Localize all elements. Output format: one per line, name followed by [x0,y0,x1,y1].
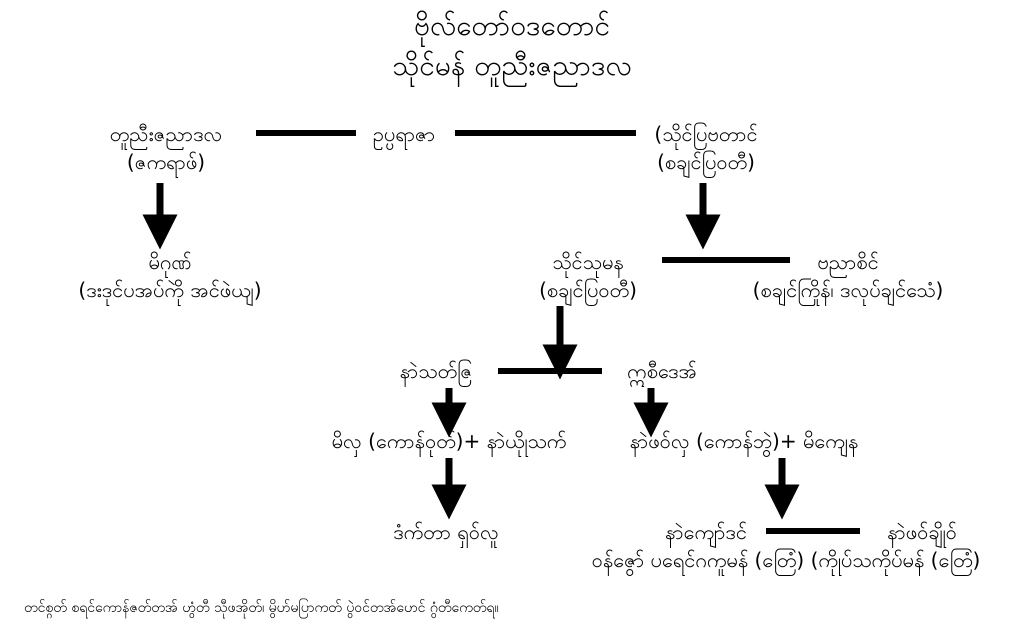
node-consort-name: (သိုင်ပြဗတာင် [654,122,758,146]
node-son1-alias: (ဒးဒုင်ပအပ်ကိုဲ အင်ဖဲယျ) [78,278,262,302]
node-gen3-right-name: ဣစီဒေအ် [627,359,697,383]
node-son1-name: မိဂုဏ် [148,250,192,274]
node-gen4-left: မိလှ (ကောန်ဝုတ်)+ နာဲယိုုသက် [332,427,567,455]
node-consort: (သိုင်ပြဗတာင် (စချင်ပြဝတီ) [654,120,757,176]
node-gen5-right-name: နာဲဖဝ်ချိုဝ် [887,520,957,544]
node-son1: မိဂုဏ် (ဒးဒုင်ပအပ်ကိုဲ အင်ဖဲယျ) [78,248,261,304]
node-gen5-right: နာဲဖဝ်ချိုဝ် [887,518,957,546]
node-patriarch: တူညီးဇညာဒလ (ဇကရာဖ်) [110,120,223,176]
title-line-2: သိုင်မန် တူညီးဇညာဒလ [392,49,632,82]
node-spouse-link: ဥပ္ပရာဇာ [373,120,435,148]
node-gen4-right: နာဲဖဝ်လှ (ကောန်ဘွဲ)+ မိကျေန [630,427,859,455]
node-gen2-right: ဗညာစိင် (စချင်ကြိုန်၊ ဒလုပ်ချင်သေံ) [753,248,944,304]
node-gen2-right-alias: (စချင်ကြိုန်၊ ဒလုပ်ချင်သေံ) [752,278,944,302]
diagram-title: ဗိုလ်တော်ဝဒတောင် သိုင်မန် တူညီးဇညာဒလ [392,6,632,86]
footnote: တင်စ္ဂတ် စရင်ကောန်ဇတ်တအ် ဟွံတီ သီုဖအိုတ်… [24,600,499,616]
node-gen2-left-name: သိုင်သုမန [552,250,624,274]
node-gen3-right: ဣစီဒေအ် [627,357,697,385]
node-gen2-right-name: ဗညာစိင် [817,250,879,274]
node-patriarch-alias: (ဇကရာဖ်) [126,150,206,174]
node-gen5-bottom: ဝန်ဇွော် ပရေင်ဂကူမန် (တြေံ) (ကိုုပ်သကိုပ… [592,546,981,574]
node-gen4-left-name: မိလှ (ကောန်ဝုတ်)+ နာဲယိုုသက် [331,429,567,453]
title-line-1: ဗိုလ်တော်ဝဒတောင် [413,9,611,42]
node-gen5-mid-name: နာဲကျော်ဒင် [665,520,747,544]
node-gen5-bottom-name: ဝန်ဇွော် ပရေင်ဂကူမန် (တြေံ) (ကိုုပ်သကိုပ… [591,548,981,572]
node-gen4-right-name: နာဲဖဝ်လှ (ကောန်ဘွဲ)+ မိကျေန [629,429,859,453]
node-gen2-left: သိုင်သုမန (စချင်ပြဝတီ) [539,248,637,304]
node-gen5-left-name: ဒံက်တာ ရှဝ်လူ [393,520,499,544]
node-gen3-left: နာဲသတ်ဇြ [400,357,473,385]
node-spouse-link-name: ဥပ္ပရာဇာ [372,122,436,146]
node-gen3-left-name: နာဲသတ်ဇြ [399,359,473,383]
node-gen2-left-alias: (စချင်ပြဝတီ) [539,278,637,302]
node-gen5-mid: နာဲကျော်ဒင် [665,518,747,546]
node-patriarch-name: တူညီးဇညာဒလ [109,122,223,146]
node-gen5-left: ဒံက်တာ ရှဝ်လူ [393,518,499,546]
node-consort-alias: (စချင်ပြဝတီ) [657,150,755,174]
